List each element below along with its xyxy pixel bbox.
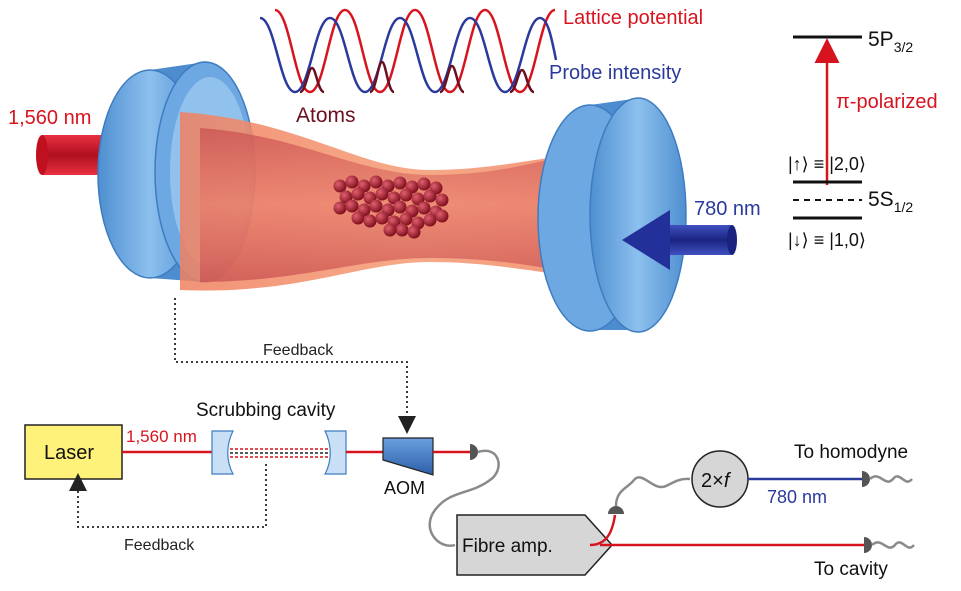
- atom: [345, 199, 359, 213]
- right-cavity-mirror: [537, 97, 687, 333]
- optical-cavity: 1,560 nm 780 nm: [8, 61, 761, 333]
- fiber-coupler-4: [864, 537, 872, 553]
- fibre-amp-label: Fibre amp.: [462, 536, 553, 557]
- atom: [369, 175, 383, 189]
- atom: [351, 211, 365, 225]
- scrubbing-cavity-label: Scrubbing cavity: [196, 400, 336, 421]
- atom: [333, 201, 347, 215]
- frequency-doubler: 2×f: [691, 450, 749, 508]
- atom: [375, 211, 389, 225]
- atom: [393, 200, 407, 214]
- transition-label: π-polarized: [836, 91, 938, 113]
- atoms-label: Atoms: [296, 104, 356, 127]
- scrubbing-mirror-left: [211, 430, 235, 475]
- doubler-label: 2×f: [701, 470, 732, 492]
- fiber-to-homodyne: [869, 475, 913, 483]
- aom-label: AOM: [384, 478, 425, 498]
- up-state-label: |↑⟩ ≡ |2,0⟩: [788, 154, 866, 174]
- atom: [333, 179, 347, 193]
- feedback-top-label: Feedback: [263, 342, 334, 359]
- atom: [423, 189, 437, 203]
- lattice-wave-panel: Lattice potential Probe intensity Atoms: [259, 7, 703, 127]
- input-780-label: 780 nm: [694, 198, 761, 220]
- lattice-potential-label: Lattice potential: [563, 7, 703, 29]
- ground-level-label: 5S1/2: [868, 188, 913, 215]
- laser-label: Laser: [44, 442, 94, 464]
- aom: AOM: [382, 437, 434, 498]
- atom-density-peaks: [299, 60, 535, 94]
- scrubbing-mirror-right: [323, 430, 347, 475]
- fiber-to-cavity: [871, 541, 915, 549]
- atom: [369, 199, 383, 213]
- atom: [435, 209, 449, 223]
- to-cavity-label: To cavity: [814, 559, 888, 580]
- atom: [345, 175, 359, 189]
- atom: [375, 187, 389, 201]
- atom: [395, 223, 409, 237]
- fiber-coupler-1: [470, 444, 478, 460]
- excited-level-label: 5P3/2: [868, 28, 913, 55]
- fiber-to-doubler: [614, 476, 691, 507]
- probe-intensity-label: Probe intensity: [549, 62, 681, 84]
- laser-1560-label: 1,560 nm: [126, 427, 197, 446]
- fibre-amplifier: Fibre amp.: [456, 514, 614, 576]
- laser-source: Laser: [24, 424, 123, 480]
- output-780-label: 780 nm: [767, 487, 827, 507]
- to-homodyne-label: To homodyne: [794, 442, 908, 463]
- input-1560-label: 1,560 nm: [8, 107, 91, 129]
- atom: [407, 225, 421, 239]
- feedback-bottom-label: Feedback: [124, 537, 195, 554]
- atom-cloud: [333, 175, 449, 239]
- input-780-beam-arrow: [622, 210, 737, 270]
- atom: [383, 223, 397, 237]
- amp-output-beam: [589, 514, 617, 547]
- energy-level-diagram: 5P3/2 π-polarized |↑⟩ ≡ |2,0⟩ 5S1/2 |↓⟩ …: [788, 28, 938, 250]
- atom: [423, 213, 437, 227]
- lattice-potential-curve: [274, 8, 556, 94]
- fiber-to-amplifier: [428, 449, 500, 548]
- atom: [363, 214, 377, 228]
- atom: [393, 176, 407, 190]
- atom: [417, 201, 431, 215]
- atom: [435, 193, 449, 207]
- feedback-loop-top: Feedback: [174, 298, 416, 434]
- fiber-coupler-3: [862, 471, 870, 487]
- atom: [399, 188, 413, 202]
- atom: [417, 177, 431, 191]
- atom: [399, 212, 413, 226]
- scrubbing-cavity: Scrubbing cavity: [196, 400, 347, 475]
- atom: [351, 187, 365, 201]
- down-state-label: |↓⟩ ≡ |1,0⟩: [788, 230, 866, 250]
- fiber-coupler-2: [608, 506, 624, 514]
- feedback-loop-bottom: Feedback: [69, 464, 267, 554]
- probe-intensity-curve: [259, 16, 558, 94]
